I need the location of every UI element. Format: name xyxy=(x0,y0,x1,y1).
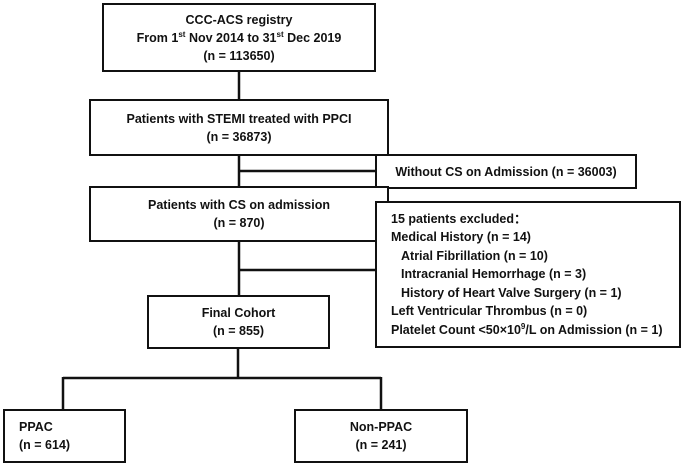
cs-admission-box: Patients with CS on admission (n = 870) xyxy=(89,186,389,242)
cs-admission-title: Patients with CS on admission xyxy=(148,198,330,212)
stemi-title: Patients with STEMI treated with PPCI xyxy=(126,111,352,126)
stemi-box: Patients with STEMI treated with PPCI (n… xyxy=(89,99,389,156)
without-cs-title: Without CS on Admission (n = 36003) xyxy=(395,164,617,179)
nonppac-title: Non-PPAC xyxy=(349,420,413,434)
excluded-lvt: Left Ventricular Thrombus (n = 0) xyxy=(391,304,588,319)
without-cs-box: Without CS on Admission (n = 36003) xyxy=(375,154,637,189)
final-cohort-title: Final Cohort xyxy=(201,306,276,320)
registry-box: CCC-ACS registry From 1st Nov 2014 to 31… xyxy=(102,3,376,72)
final-cohort-box: Final Cohort (n = 855) xyxy=(147,295,330,349)
registry-title: CCC-ACS registry xyxy=(185,12,293,27)
excluded-box: 15 patients excluded： Medical History (n… xyxy=(375,201,681,348)
registry-count: (n = 113650) xyxy=(203,48,275,63)
final-cohort-count: (n = 855) xyxy=(212,324,265,338)
excluded-medical-history: Medical History (n = 14) xyxy=(391,230,531,245)
registry-dates: From 1st Nov 2014 to 31st Dec 2019 xyxy=(136,29,342,45)
excluded-af: Atrial Fibrillation (n = 10) xyxy=(401,248,548,263)
excluded-platelet: Platelet Count <50×109/L on Admission (n… xyxy=(391,321,663,337)
nonppac-count: (n = 241) xyxy=(355,438,407,452)
ppac-box: PPAC (n = 614) xyxy=(3,409,126,463)
cs-admission-count: (n = 870) xyxy=(213,216,265,230)
nonppac-box: Non-PPAC (n = 241) xyxy=(294,409,468,463)
stemi-count: (n = 36873) xyxy=(206,129,272,144)
excluded-valve: History of Heart Valve Surgery (n = 1) xyxy=(401,285,622,300)
ppac-count: (n = 614) xyxy=(19,438,71,452)
excluded-ich: Intracranial Hemorrhage (n = 3) xyxy=(401,267,587,282)
excluded-header: 15 patients excluded： xyxy=(391,211,527,226)
ppac-title: PPAC xyxy=(19,420,53,434)
